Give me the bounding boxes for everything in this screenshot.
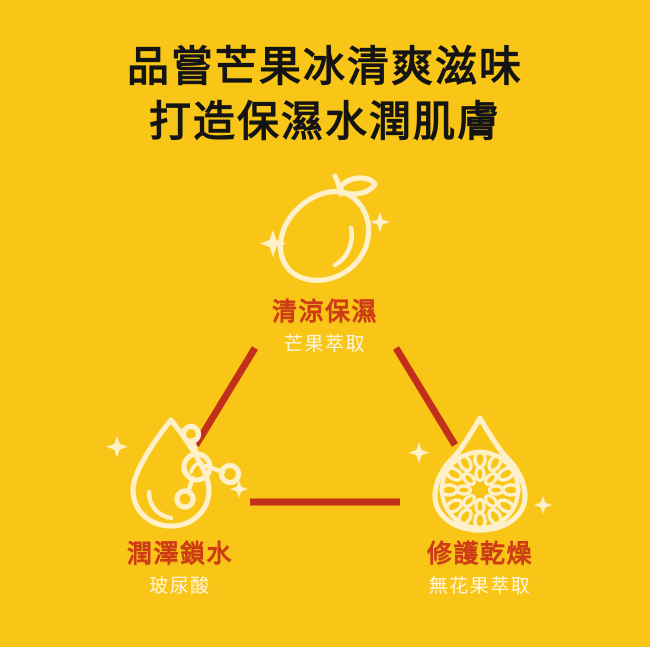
ingredient-node-top: 清涼保濕 芒果萃取 xyxy=(225,170,425,357)
headline-line-1: 品嘗芒果冰清爽滋味 xyxy=(126,43,523,90)
water-drop-molecule-icon xyxy=(80,412,280,532)
node-subtitle: 芒果萃取 xyxy=(283,333,366,355)
mango-icon xyxy=(225,170,425,290)
ingredient-node-right: 修護乾燥 無花果萃取 xyxy=(380,412,580,599)
sparkle-icon xyxy=(534,496,552,514)
node-title: 修護乾燥 xyxy=(426,540,533,568)
sparkle-icon xyxy=(260,230,286,257)
node-title: 清涼保濕 xyxy=(271,298,378,326)
ingredient-node-left: 潤澤鎖水 玻尿酸 xyxy=(80,412,280,599)
headline-line-2: 打造保濕水潤肌膚 xyxy=(148,97,501,145)
sparkle-icon xyxy=(230,480,248,498)
bottom-divider xyxy=(0,647,650,650)
node-title: 潤澤鎖水 xyxy=(126,540,233,568)
fig-cross-section-icon xyxy=(380,412,580,533)
node-subtitle: 無花果萃取 xyxy=(428,575,532,597)
sparkle-icon xyxy=(408,442,430,464)
sparkle-icon xyxy=(106,436,128,458)
node-subtitle: 玻尿酸 xyxy=(149,575,211,597)
page-title: 品嘗芒果冰清爽滋味 打造保濕水潤肌膚 xyxy=(0,40,650,149)
sparkle-icon xyxy=(370,212,390,232)
